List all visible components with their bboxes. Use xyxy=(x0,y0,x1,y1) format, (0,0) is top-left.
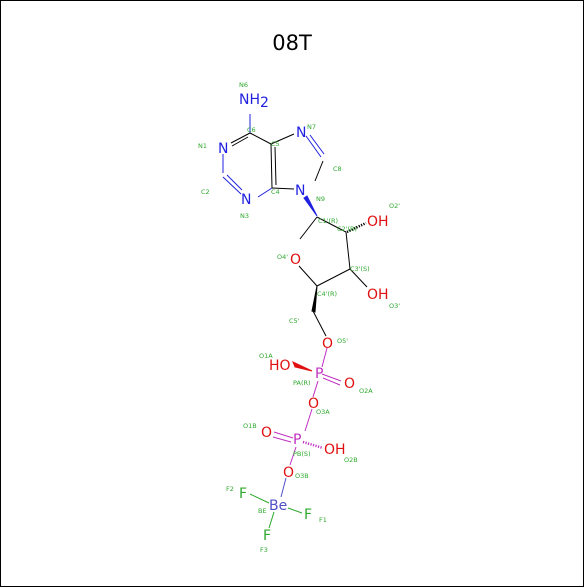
label-o4-prime: O4' xyxy=(277,253,288,261)
atom-pa: P xyxy=(315,366,323,382)
atom-pb: P xyxy=(293,432,301,448)
bond xyxy=(249,493,270,504)
bond xyxy=(273,431,294,439)
label-o2-prime: O2' xyxy=(389,202,400,210)
atom-n1: N xyxy=(218,141,228,157)
label-n3: N3 xyxy=(240,212,249,220)
label-f2: F2 xyxy=(226,485,234,493)
bond xyxy=(274,146,277,186)
atom-symbols: NH 2 N N N N O OH OH O HO P O O O P OH O… xyxy=(218,92,389,544)
atom-o5-prime: O xyxy=(322,336,333,352)
bond xyxy=(299,216,318,240)
atom-n9: N xyxy=(295,183,305,199)
atom-n3: N xyxy=(241,192,251,208)
label-o3b: O3B xyxy=(295,472,309,480)
atom-o2a: O xyxy=(344,376,355,392)
bond xyxy=(287,507,303,514)
bond xyxy=(305,135,322,158)
label-c6: C6 xyxy=(247,126,256,134)
atom-beryllium: Be xyxy=(269,498,287,514)
label-c1-prime: C1'(R) xyxy=(318,217,338,225)
bond xyxy=(257,187,273,198)
label-o1b: O1B xyxy=(243,422,257,430)
bond xyxy=(271,187,295,190)
bond xyxy=(321,347,328,368)
atom-o1a-hydroxyl: HO xyxy=(269,358,291,374)
bond xyxy=(222,176,242,195)
label-c2-prime: C2'(R) xyxy=(337,225,357,233)
bond xyxy=(249,132,272,145)
atom-nh2-subscript: 2 xyxy=(260,95,269,111)
bond xyxy=(316,268,351,287)
atom-f1: F xyxy=(304,507,312,523)
label-n6: N6 xyxy=(239,81,248,89)
label-o5-prime: O5' xyxy=(337,337,348,345)
bond xyxy=(316,216,347,233)
label-c5: C5 xyxy=(271,140,280,148)
bond xyxy=(280,477,287,498)
bond xyxy=(231,136,249,147)
bond xyxy=(322,377,341,386)
atom-o2-prime-hydroxyl: OH xyxy=(367,214,389,230)
atom-f2: F xyxy=(239,486,247,502)
label-o2b: O2B xyxy=(344,456,358,464)
hash-bond xyxy=(346,221,367,234)
label-o2a: O2A xyxy=(359,387,373,395)
atom-o3-prime-hydroxyl: OH xyxy=(367,287,389,303)
molecule-title: 08T xyxy=(272,31,312,55)
hash-bond xyxy=(302,440,324,450)
label-f1: F1 xyxy=(319,516,327,524)
bond xyxy=(312,310,327,337)
atom-o2b-hydroxyl: OH xyxy=(324,442,346,458)
label-c5-prime: C5' xyxy=(289,317,300,325)
label-o1a: O1A xyxy=(259,352,273,360)
label-c8: C8 xyxy=(333,165,342,173)
atom-o4-prime: O xyxy=(290,252,301,268)
bond xyxy=(226,174,243,191)
atom-o3b: O xyxy=(283,465,294,481)
atom-f3: F xyxy=(263,528,271,544)
bond xyxy=(314,160,324,182)
label-n1: N1 xyxy=(198,142,207,150)
label-c4: C4 xyxy=(271,188,280,196)
bond xyxy=(321,373,342,382)
bond xyxy=(268,511,275,529)
bond xyxy=(345,231,351,270)
label-pa: PA(R) xyxy=(293,379,311,387)
bond xyxy=(349,268,368,288)
bond xyxy=(230,132,251,144)
label-pb: PB(S) xyxy=(293,450,311,458)
bond-layer xyxy=(222,114,368,529)
atom-name-labels: N6 C6 N7 N1 C5 C8 C2 C4 N9 N3 O2' C1'(R)… xyxy=(198,81,400,554)
bond xyxy=(309,134,325,155)
bond xyxy=(272,436,292,443)
label-c2: C2 xyxy=(201,188,210,196)
atom-n7: N xyxy=(296,125,306,141)
label-c3-prime: C3'(S) xyxy=(350,265,370,273)
label-f3: F3 xyxy=(260,546,268,554)
atom-nh2: NH xyxy=(239,92,260,108)
bond xyxy=(304,408,313,432)
wedge-bond xyxy=(292,361,313,372)
bond xyxy=(312,380,319,398)
label-n7: N7 xyxy=(307,123,316,131)
bond xyxy=(289,446,297,466)
label-c4-prime: C4'(R) xyxy=(317,290,337,298)
bond xyxy=(270,143,273,189)
atom-o1b: O xyxy=(261,425,272,441)
label-o3a: O3A xyxy=(316,408,330,416)
label-o3-prime: O3' xyxy=(389,302,400,310)
label-n9: N9 xyxy=(316,195,325,203)
label-be: BE xyxy=(258,507,267,515)
bond xyxy=(298,265,318,287)
bond xyxy=(270,133,295,145)
wedge-bond xyxy=(303,195,318,217)
atom-o3a: O xyxy=(308,396,319,412)
